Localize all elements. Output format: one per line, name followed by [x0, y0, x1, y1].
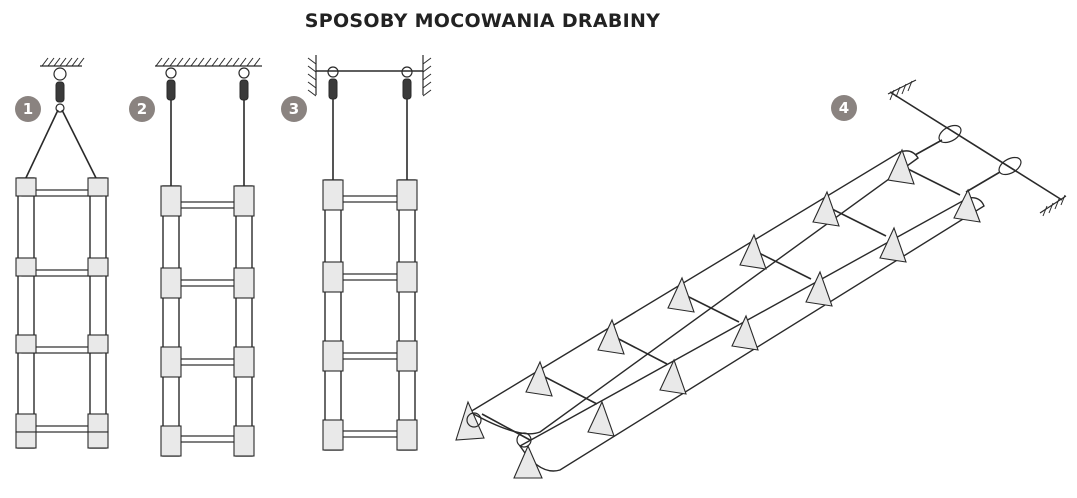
method-2-illustration — [155, 57, 262, 457]
method-2-badge: 2 — [129, 96, 155, 122]
page-title: SPOSOBY MOCOWANIA DRABINY — [304, 10, 661, 32]
method-1-illustration — [15, 57, 109, 449]
method-4-badge: 4 — [831, 95, 857, 121]
method-3-badge: 3 — [281, 96, 307, 122]
method-4-illustration — [455, 79, 1067, 479]
method-1-badge: 1 — [15, 96, 41, 122]
method-3-illustration — [307, 55, 432, 451]
